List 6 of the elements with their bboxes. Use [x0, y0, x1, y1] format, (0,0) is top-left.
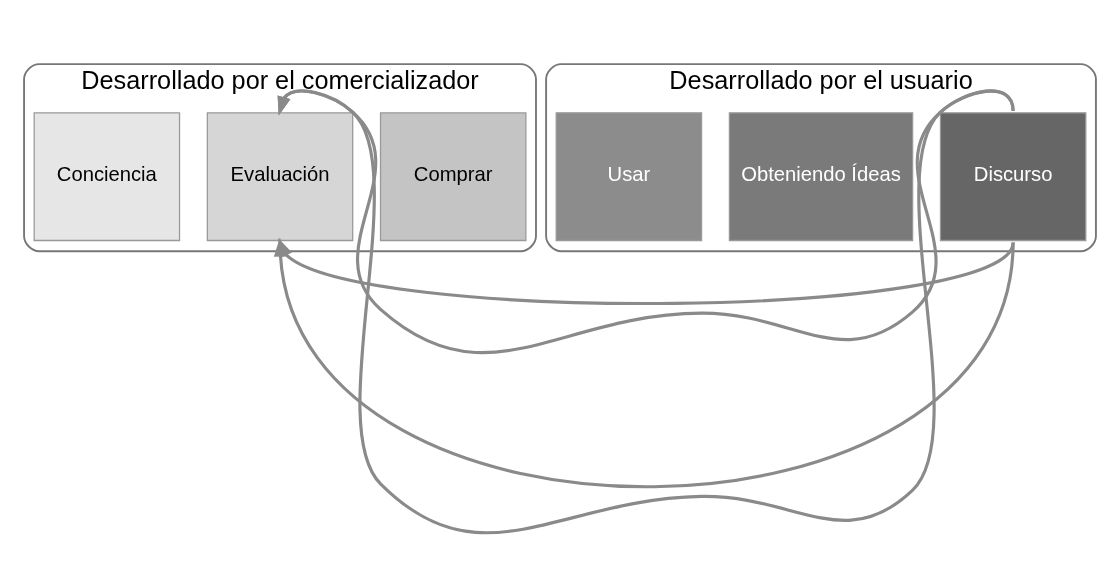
node-box: Evaluación [206, 112, 354, 242]
node-box: Comprar [379, 112, 527, 242]
node-box: Discurso [939, 112, 1087, 242]
node-box: Conciencia [33, 112, 181, 242]
node-box: Obteniendo Ídeas [728, 112, 914, 242]
node-box: Usar [555, 112, 703, 242]
